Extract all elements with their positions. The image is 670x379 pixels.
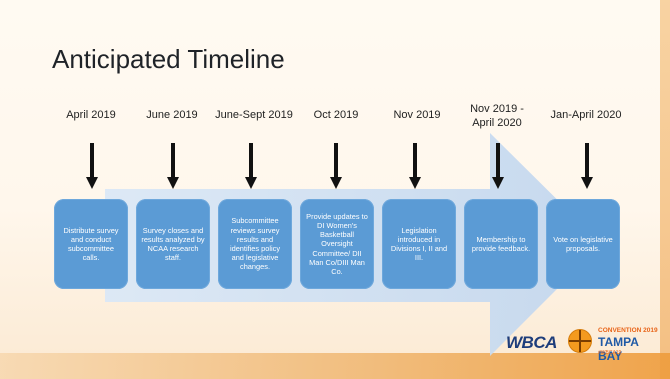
slide-bottom-accent	[0, 353, 670, 379]
timeline-date-6: Nov 2019 - April 2020	[452, 102, 542, 130]
logo-event-line1: CONVENTION 2019	[598, 327, 658, 334]
down-arrow-icon	[86, 143, 98, 189]
down-arrow-icon	[167, 143, 179, 189]
logo-hashtag: #WBCA19	[598, 350, 622, 356]
timeline-step-3: Subcommittee reviews survey results and …	[218, 199, 292, 289]
down-arrow-icon	[409, 143, 421, 189]
down-arrow-icon	[245, 143, 257, 189]
timeline-date-2: June 2019	[146, 109, 198, 121]
timeline-date-3: June-Sept 2019	[215, 109, 293, 121]
timeline-date-4: Oct 2019	[313, 109, 359, 121]
logo-event-line2: TAMPA BAY	[598, 335, 639, 363]
slide-right-accent	[660, 0, 670, 379]
timeline-date-6-line2: April 2020	[472, 117, 522, 129]
basketball-icon	[568, 329, 592, 353]
page-title: Anticipated Timeline	[52, 44, 285, 74]
timeline-step-5: Legislation introduced in Divisions I, I…	[382, 199, 456, 289]
timeline-date-1: April 2019	[66, 109, 116, 121]
down-arrow-icon	[492, 143, 504, 189]
logo-org-text: WBCA	[506, 333, 557, 352]
timeline-date-6-line1: Nov 2019 -	[470, 103, 524, 115]
timeline-date-7: Jan-April 2020	[550, 109, 622, 121]
timeline-step-2: Survey closes and results analyzed by NC…	[136, 199, 210, 289]
timeline-step-7: Vote on legislative proposals.	[546, 199, 620, 289]
timeline-step-1: Distribute survey and conduct subcommitt…	[54, 199, 128, 289]
timeline-step-6: Membership to provide feedback.	[464, 199, 538, 289]
down-arrow-icon	[581, 143, 593, 189]
down-arrow-icon	[330, 143, 342, 189]
timeline-date-5: Nov 2019	[393, 109, 441, 121]
timeline-step-4: Provide updates to DI Women's Basketball…	[300, 199, 374, 289]
wbca-convention-logo: WBCA CONVENTION 2019 TAMPA BAY #WBCA19	[506, 324, 662, 363]
